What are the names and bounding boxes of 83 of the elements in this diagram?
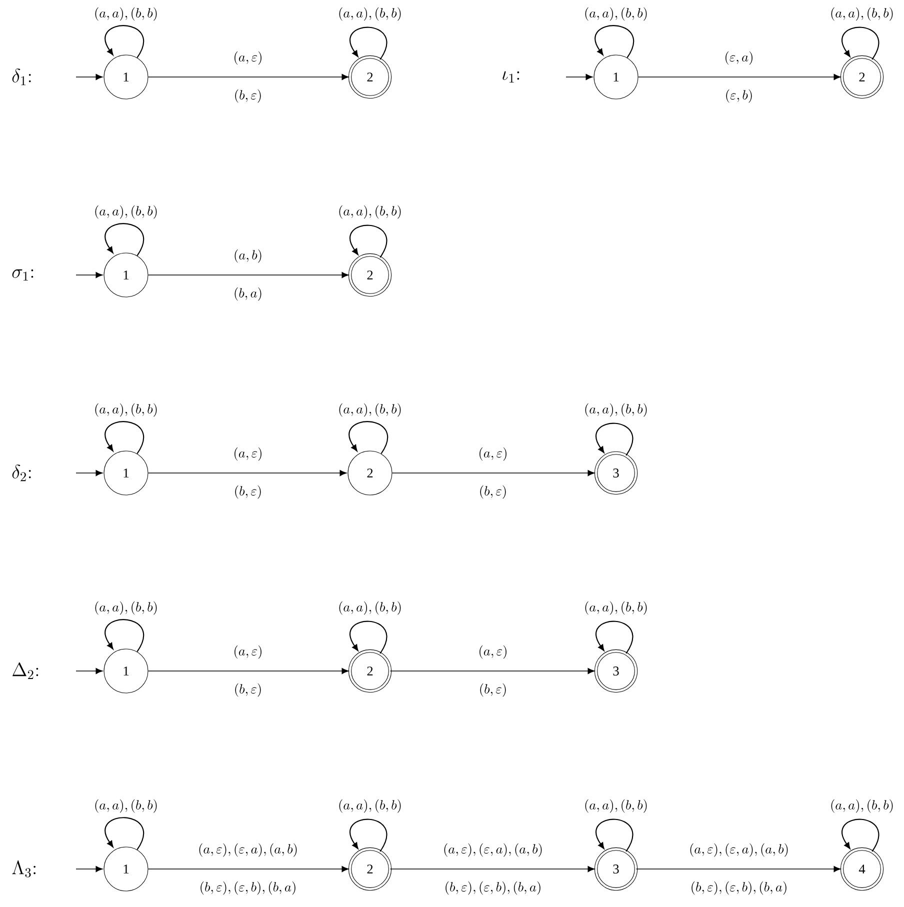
start-arrow	[76, 272, 103, 278]
edge-label: $(a,\varepsilon),(\varepsilon,a),(a,b)$	[196, 842, 300, 858]
edge-label: $(a,a),(b,b)$	[582, 402, 650, 418]
self-loop-arrow	[104, 223, 144, 256]
edge-label: $(a,\varepsilon),(\varepsilon,a),(a,b)$	[688, 842, 790, 858]
arrow	[638, 74, 841, 80]
edge-label: $(a,\varepsilon)$	[232, 50, 264, 66]
arrow	[148, 74, 349, 80]
arrow	[148, 272, 349, 278]
edge-label: $(a,\varepsilon)$	[476, 446, 510, 462]
self-loop-arrow	[596, 422, 634, 456]
edge-label: $(a,b)$	[232, 248, 264, 264]
start-arrow	[76, 470, 103, 476]
self-loop-arrow	[594, 25, 634, 58]
arrow	[392, 470, 595, 476]
self-loop-arrow	[596, 818, 634, 852]
self-loop-arrow	[104, 421, 144, 454]
edge-label: $(a,a),(b,b)$	[92, 204, 160, 220]
automaton-name: $\delta_2{:}$	[12, 464, 31, 482]
self-loop-arrow	[842, 818, 880, 852]
arrow	[390, 668, 595, 674]
self-loop-arrow	[104, 817, 144, 850]
arrow	[148, 470, 347, 476]
accepting-state: 4	[840, 847, 884, 891]
edge-label: $(a,a),(b,b)$	[336, 798, 404, 814]
edge-label: $(a,a),(b,b)$	[336, 6, 404, 22]
edge-label: $(a,a),(b,b)$	[92, 402, 160, 418]
edge-label: $(a,\varepsilon),(\varepsilon,a),(a,b)$	[442, 842, 544, 858]
label-text: $(b,a)$	[234, 287, 262, 301]
label-text: $(b,\varepsilon)$	[235, 89, 261, 103]
self-loop-arrow	[350, 620, 388, 654]
self-loop-arrow	[350, 818, 388, 852]
start-arrow	[76, 668, 103, 674]
arrow	[636, 866, 841, 872]
automaton-name: $\sigma_1{:}$	[12, 269, 34, 281]
self-loop-arrow	[104, 25, 144, 58]
label-text: $(b,\varepsilon)$	[480, 485, 506, 499]
label-text: $(b,\varepsilon)$	[480, 683, 506, 697]
arrow	[148, 866, 349, 872]
arrow	[148, 668, 349, 674]
accepting-state: 2	[840, 55, 884, 99]
label-text: $(b,\varepsilon),(\varepsilon,b),(b,a)$	[692, 881, 786, 895]
edge-label: $(a,a),(b,b)$	[336, 600, 404, 616]
start-arrow	[76, 866, 103, 872]
self-loop-arrow	[350, 26, 388, 60]
start-arrow	[566, 74, 593, 80]
edge-label: $(a,a),(b,b)$	[582, 6, 650, 22]
edge-label: $(a,a),(b,b)$	[92, 798, 160, 814]
accepting-state: 2	[348, 55, 392, 99]
accepting-state: 3	[594, 847, 638, 891]
automaton-name: $\Delta_2{:}$	[12, 662, 38, 679]
edge-label: $(a,\varepsilon)$	[476, 644, 510, 660]
automaton-name: $\delta_1{:}$	[12, 68, 31, 86]
edge-label: $(a,a),(b,b)$	[92, 600, 160, 616]
label-text: $(b,\varepsilon),(\varepsilon,b),(b,a)$	[200, 881, 296, 895]
edge-label: $(\varepsilon,a)$	[722, 50, 756, 66]
arrow	[390, 866, 595, 872]
accepting-state: 3	[594, 649, 638, 693]
label-text: $(b,\varepsilon),(\varepsilon,b),(b,a)$	[446, 881, 540, 895]
start-arrow	[76, 74, 103, 80]
self-loop-arrow	[350, 224, 388, 258]
edge-label: $(a,a),(b,b)$	[582, 600, 650, 616]
accepting-state: 2	[348, 847, 392, 891]
edge-label: $(a,a),(b,b)$	[336, 204, 404, 220]
edge-label: $(a,a),(b,b)$	[828, 6, 896, 22]
edge-label: $(a,\varepsilon)$	[232, 644, 264, 660]
label-text: $(b,\varepsilon)$	[235, 683, 261, 697]
automaton-name: $\iota_1{:}$	[502, 71, 520, 83]
label-text: $(\varepsilon,b)$	[726, 89, 752, 103]
edge-label: $(a,a),(b,b)$	[828, 798, 896, 814]
automaton-name: $\Lambda_3{:}$	[12, 860, 36, 878]
label-text: $(b,\varepsilon)$	[235, 485, 261, 499]
self-loop-arrow	[348, 421, 388, 454]
self-loop-arrow	[104, 619, 144, 652]
self-loop-arrow	[842, 26, 880, 60]
edge-label: $(a,\varepsilon)$	[232, 446, 264, 462]
edge-label: $(a,a),(b,b)$	[582, 798, 650, 814]
edge-label: $(a,a),(b,b)$	[336, 402, 404, 418]
accepting-state: 3	[594, 451, 638, 495]
accepting-state: 2	[348, 253, 392, 297]
accepting-state: 2	[348, 649, 392, 693]
self-loop-arrow	[596, 620, 634, 654]
edge-label: $(a,a),(b,b)$	[92, 6, 160, 22]
